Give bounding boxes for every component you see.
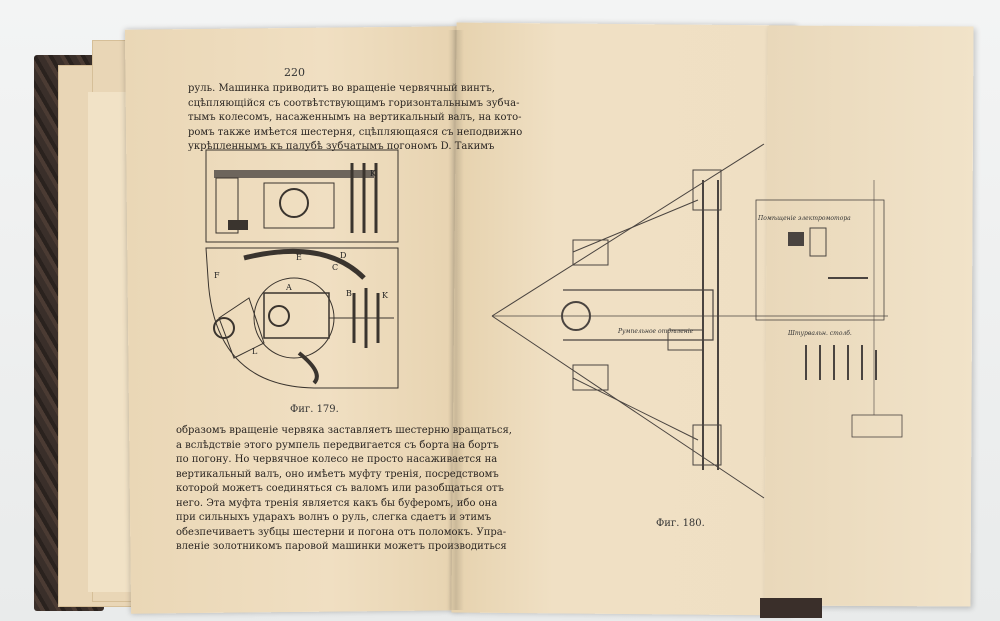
figure-180-caption: Фиг. 180. (656, 518, 705, 529)
figure-label: E (296, 253, 302, 262)
text-line: которой можетъ соединяться съ валомъ или… (176, 483, 504, 494)
figure-label: F (214, 271, 220, 280)
text-line: укрѣпленнымъ къ палубѣ зубчатымъ погоном… (188, 141, 495, 152)
text-line: при сильныхъ ударахъ волнъ о руль, слегк… (176, 512, 492, 523)
text-line: обезпечиваетъ зубцы шестерни и погона от… (176, 526, 507, 538)
figure-label: D (340, 251, 346, 260)
figure-label: Помѣщеніе электромотора (757, 215, 851, 222)
page-number: 220 (284, 66, 305, 79)
figure-label: C (332, 263, 338, 272)
figure-label: Штурвальн. столб. (787, 330, 852, 337)
figure-label: K (370, 169, 377, 178)
figure-label: B (346, 289, 352, 298)
bottom-paragraph: образомъ вращеніе червяка заставляетъ ше… (176, 424, 512, 555)
text-line: ромъ также имѣется шестерня, сцѣпляющаяс… (188, 126, 523, 138)
text-line: него. Эта муфта тренія является какъ бы … (176, 497, 498, 509)
text-line: по погону. Но червячное колесо не просто… (176, 454, 498, 465)
figure-180-drawing: Румпельное отдѣленіе Помѣщеніе электромо… (491, 143, 903, 499)
spine-shadow (448, 30, 464, 610)
text-line: а вслѣдствіе этого румпель передвигается… (176, 439, 499, 451)
figure-179-drawing: K K D C B A E F L (205, 149, 399, 389)
top-paragraph: руль. Машинка приводитъ во вращеніе черв… (188, 82, 522, 155)
figure-label: A (285, 283, 292, 292)
figure-label: Румпельное отдѣленіе (617, 328, 694, 335)
text-line: тымъ колесомъ, насаженнымъ на вертикальн… (188, 112, 522, 123)
text-line: образомъ вращеніе червяка заставляетъ ше… (176, 425, 512, 436)
text-line: вертикальный валъ, оно имѣетъ муфту трен… (176, 468, 499, 480)
cover-corner (760, 598, 822, 618)
figure-179-caption: Фиг. 179. (290, 404, 339, 415)
text-line: руль. Машинка приводитъ во вращеніе черв… (188, 83, 495, 94)
text-line: сцѣпляющійся съ соотвѣтствующимъ горизон… (188, 97, 520, 109)
figure-label: K (382, 291, 389, 300)
figure-label: L (252, 347, 258, 356)
text-line: вленіе золотникомъ паровой машинки может… (176, 541, 507, 552)
